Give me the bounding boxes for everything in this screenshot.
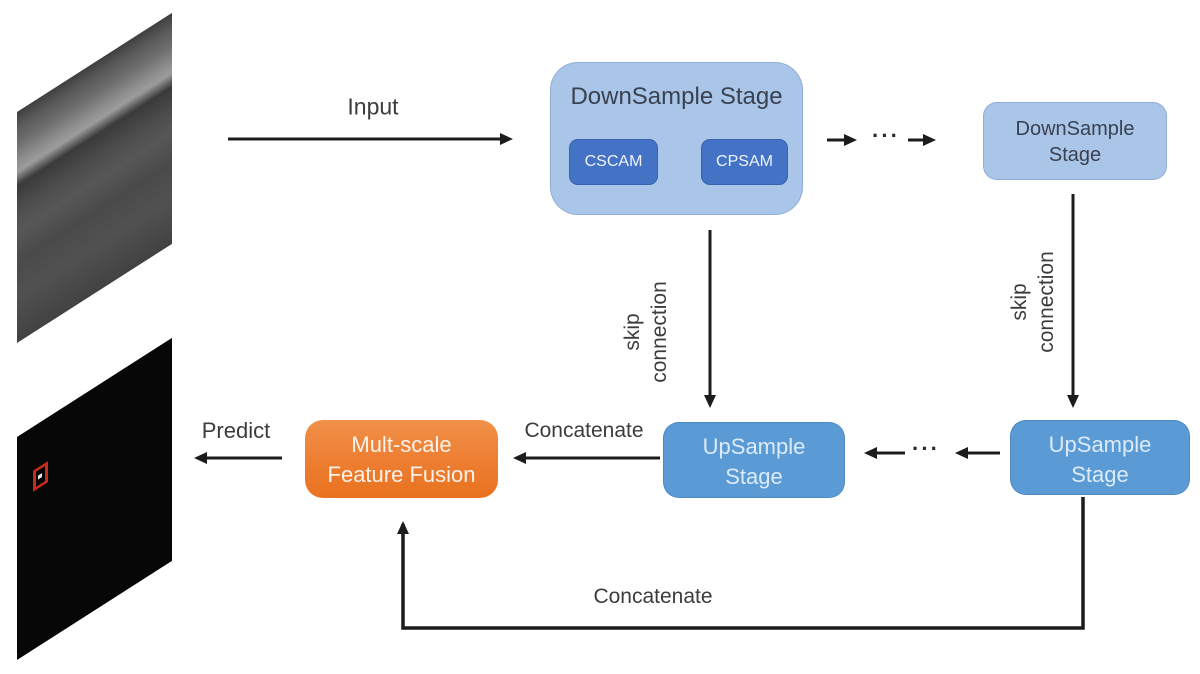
- node-label-line2: Stage: [1048, 144, 1102, 166]
- detection-box: [33, 461, 48, 492]
- node-label-line1: DownSample: [1015, 118, 1135, 140]
- node-upsample-stage-left: UpSample Stage: [663, 422, 845, 498]
- node-label-line1: UpSample: [1048, 432, 1152, 457]
- label-skip-connection-left: skip connection: [619, 281, 673, 383]
- label-skip-connection-right: skip connection: [1006, 251, 1060, 353]
- node-label-line1: Mult-scale: [351, 432, 452, 457]
- skip-label-line1: skip: [621, 313, 644, 351]
- downsample-stage-title: DownSample Stage: [570, 83, 783, 110]
- input-image: [17, 12, 172, 344]
- arrow-concatenate-bottom: [397, 497, 1085, 630]
- detection-dot: [38, 473, 42, 480]
- label-concatenate-mid: Concatenate: [524, 419, 644, 442]
- label-concatenate-bottom: Concatenate: [593, 585, 713, 608]
- node-label-line2: Feature Fusion: [327, 462, 476, 487]
- label-input: Input: [347, 93, 399, 120]
- label-ellipsis-top: ···: [872, 123, 900, 148]
- skip-label-line2: connection: [648, 281, 671, 383]
- node-downsample-stage-right: DownSample Stage: [983, 102, 1167, 180]
- node-feature-fusion: Mult-scale Feature Fusion: [305, 420, 498, 498]
- label-predict: Predict: [201, 418, 271, 443]
- node-label-line2: Stage: [1071, 462, 1129, 487]
- label-ellipsis-bottom: ···: [912, 436, 940, 461]
- node-upsample-stage-right: UpSample Stage: [1010, 420, 1190, 495]
- skip-label-line1: skip: [1008, 283, 1031, 321]
- node-cpsam: CPSAM: [701, 139, 788, 185]
- node-downsample-stage-main: DownSample Stage CSCAM CPSAM: [550, 62, 803, 215]
- skip-label-line2: connection: [1035, 251, 1058, 353]
- node-label-line2: Stage: [725, 464, 783, 489]
- prediction-image: [17, 337, 172, 660]
- node-cscam: CSCAM: [569, 139, 658, 185]
- node-label-line1: UpSample: [702, 434, 806, 459]
